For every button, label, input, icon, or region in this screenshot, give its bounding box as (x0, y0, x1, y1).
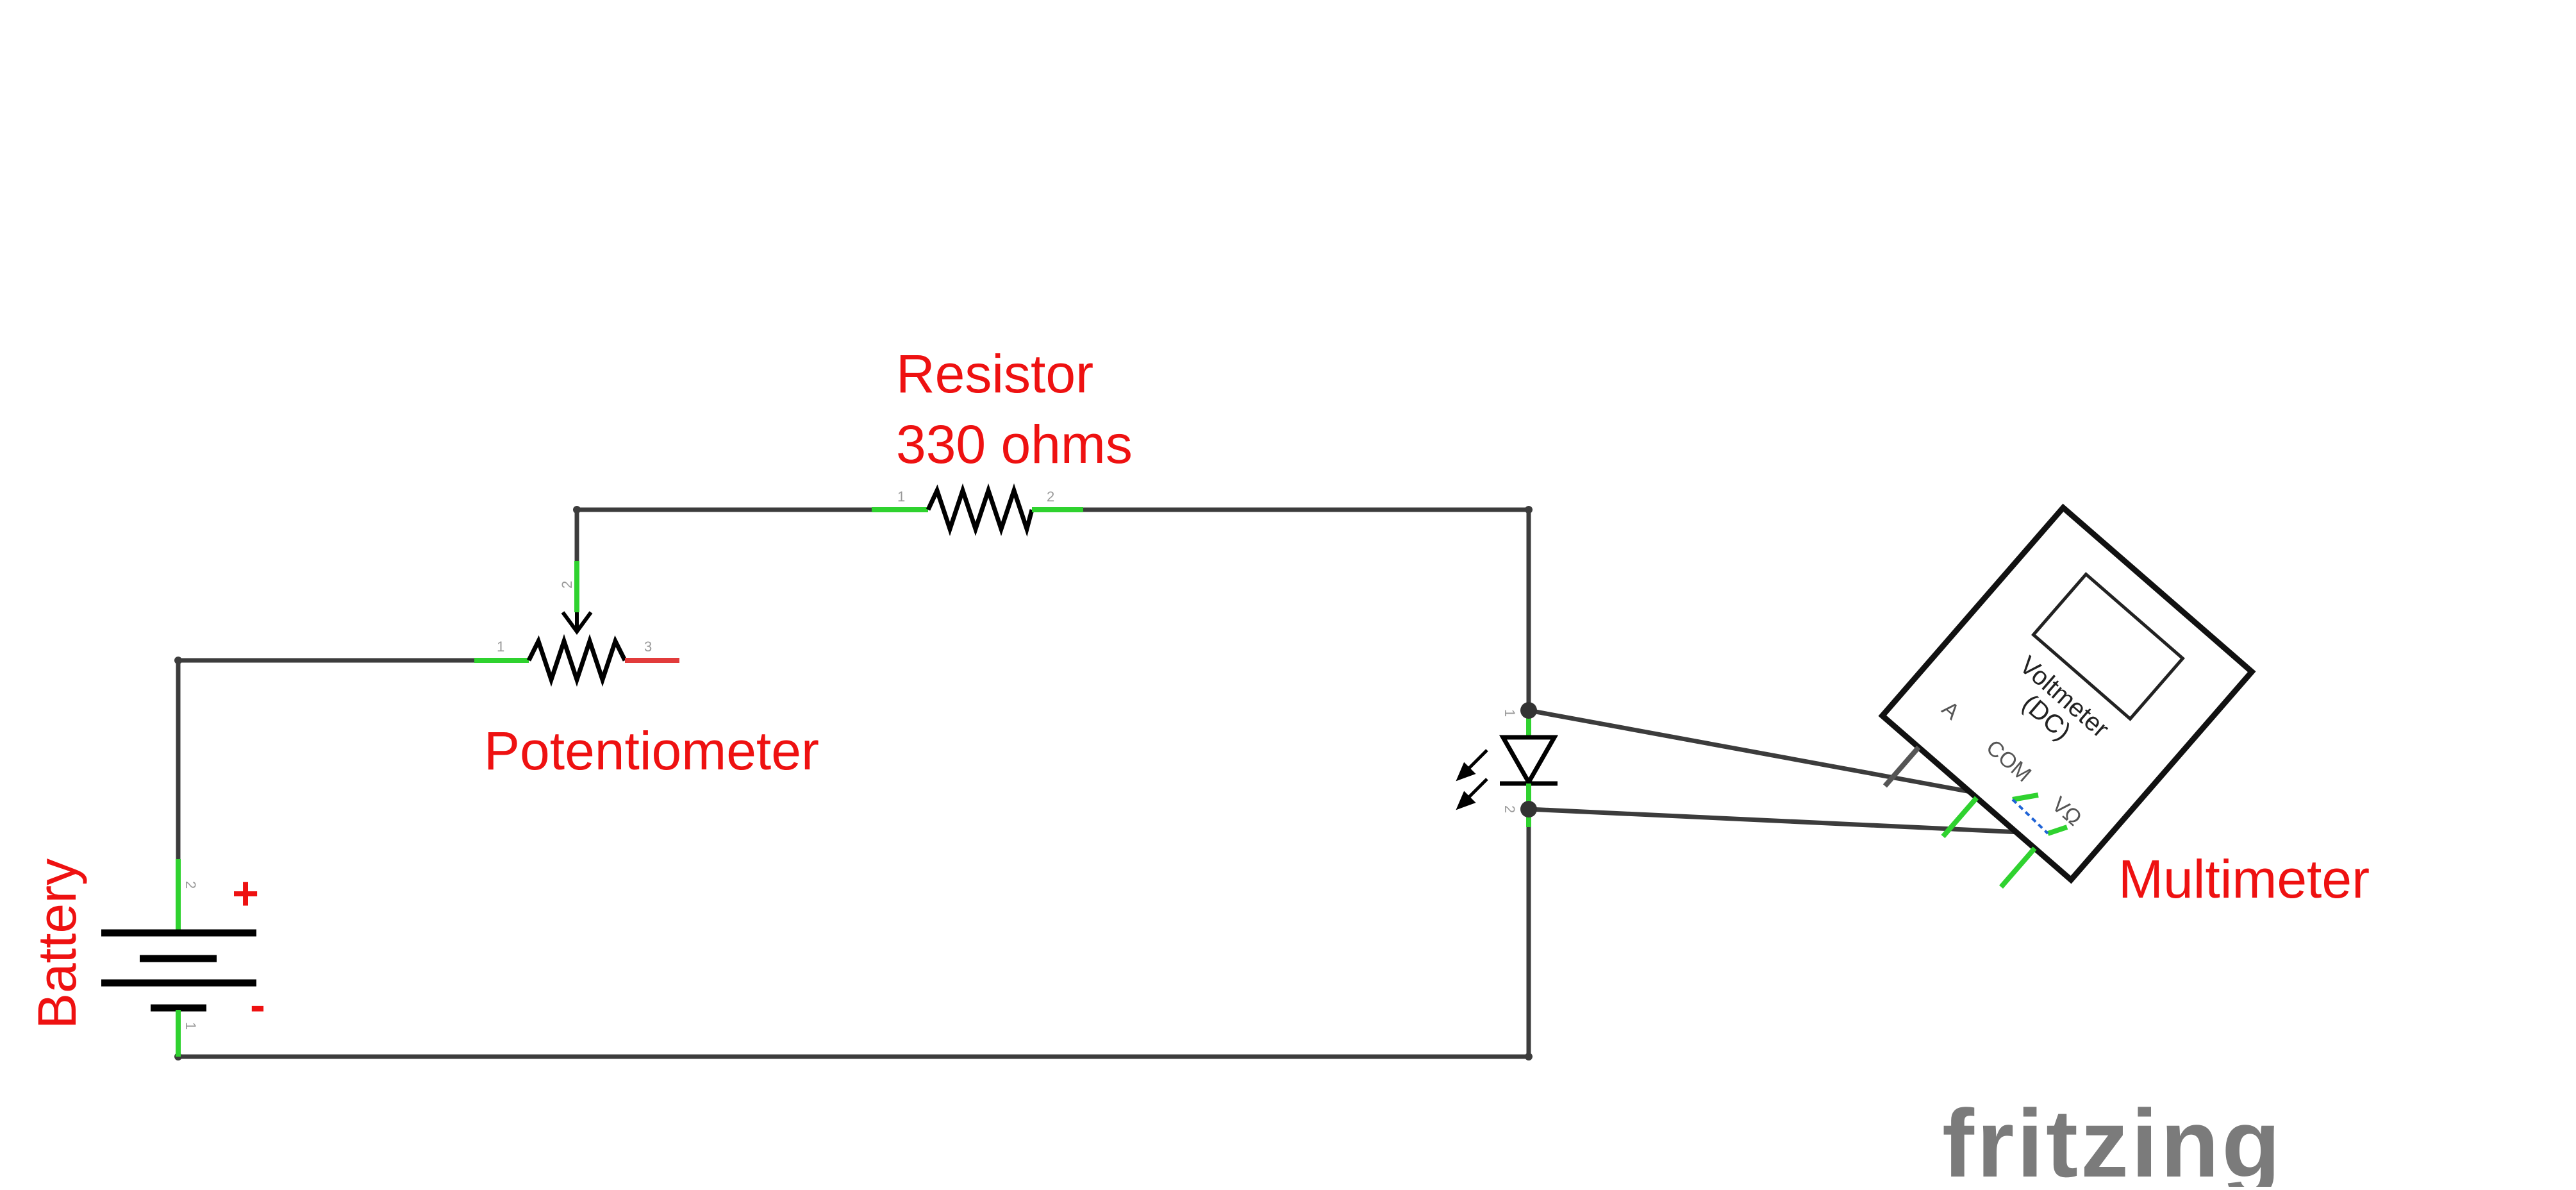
junctions (174, 506, 1533, 1060)
pot-wiper-arrow (561, 611, 593, 635)
battery-minus-label: - (250, 980, 265, 1031)
led-triangle (1499, 735, 1559, 787)
battery-pin-2: 2 (183, 881, 199, 889)
wire-led-cathode-to-meter[interactable] (1526, 807, 2050, 836)
junction-dot (1525, 1053, 1533, 1060)
led-cathode-node[interactable] (1520, 801, 1537, 817)
pot-pin-2: 2 (559, 581, 575, 589)
resistor[interactable]: 1 2 (872, 483, 1083, 537)
pot-pin-3: 3 (644, 639, 652, 655)
junction-dot (573, 506, 581, 514)
led-pin-1: 1 (1502, 709, 1518, 717)
multimeter-display (2031, 572, 2185, 721)
resistor-zigzag (926, 483, 1035, 537)
multimeter-probe-v-foot (2047, 825, 2068, 836)
multimeter-label: Multimeter (2118, 849, 2370, 909)
potentiometer[interactable]: 1 2 3 (474, 561, 679, 687)
resistor-value-label: 330 ohms (896, 414, 1133, 474)
fritzing-logo: fritzing (1942, 1089, 2283, 1187)
junction-dot (1525, 506, 1533, 514)
junction-dot (174, 657, 182, 664)
multimeter-probe-link (2011, 798, 2049, 835)
wires (176, 507, 2050, 1059)
battery-pin-1: 1 (183, 1022, 199, 1030)
battery[interactable]: 2 1 (101, 859, 256, 1057)
led[interactable]: 1 2 (1499, 702, 1559, 827)
battery-label: Battery (27, 859, 87, 1029)
multimeter-probe-v[interactable] (1999, 846, 2037, 889)
battery-plus-label: + (232, 868, 259, 919)
multimeter-probe-com-foot (2012, 792, 2039, 802)
multimeter-probe-a[interactable] (1882, 745, 1921, 788)
potentiometer-label: Potentiometer (484, 721, 819, 781)
resistor-name-label: Resistor (896, 344, 1093, 404)
resistor-pin-1: 1 (897, 489, 905, 505)
multimeter-probe-com[interactable] (1941, 796, 1979, 839)
wire-led-anode-to-meter[interactable] (1526, 708, 2015, 802)
led-light-arrows-icon (1456, 749, 1488, 810)
resistor-pin-2: 2 (1047, 489, 1054, 505)
pot-pin-1: 1 (497, 639, 504, 655)
multimeter[interactable]: Voltmeter (DC) A COM VΩ (1849, 503, 2256, 919)
led-pin-2: 2 (1502, 805, 1518, 813)
led-anode-node[interactable] (1520, 702, 1537, 719)
pot-zigzag (526, 633, 627, 687)
